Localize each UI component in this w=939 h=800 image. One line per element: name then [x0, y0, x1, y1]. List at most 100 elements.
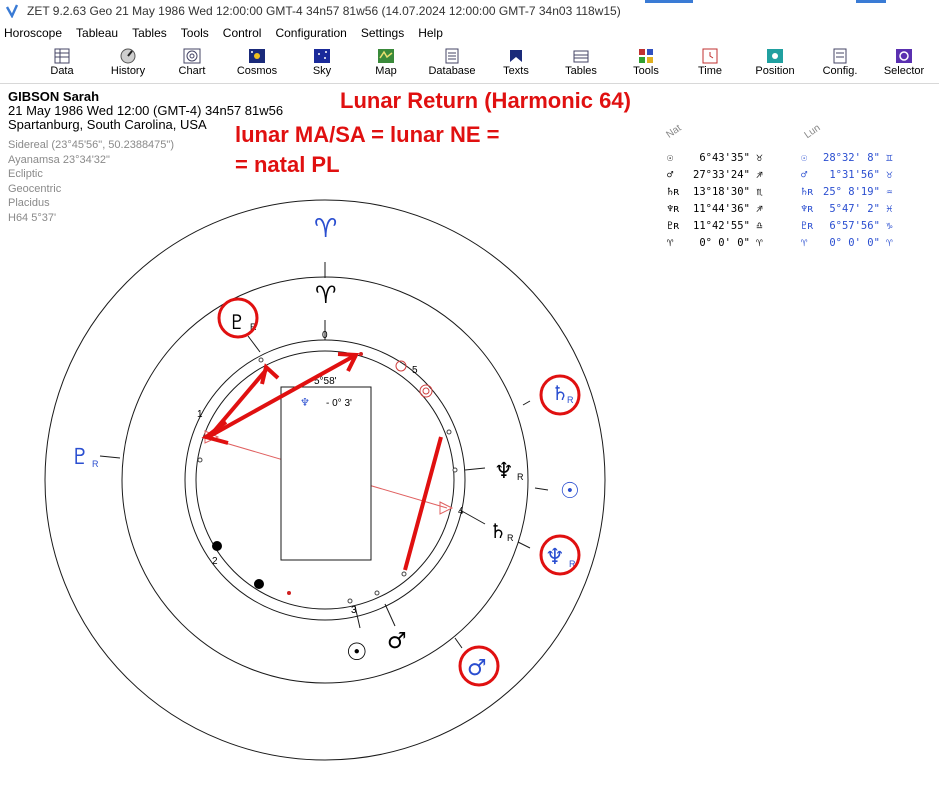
setting-placidus: Placidus [8, 197, 50, 209]
tick-lunar-saturn [522, 400, 531, 406]
marker-open-3 [446, 429, 452, 435]
house-cusp-2: 2 [212, 556, 218, 567]
tick-lunar-mars [454, 637, 463, 649]
cosmos-icon [249, 49, 265, 63]
toolbar-sky-label: Sky [312, 65, 332, 77]
menu-tableau[interactable]: Tableau [76, 26, 119, 40]
toolbar-tools-button[interactable]: Tools [614, 46, 678, 82]
marker-open-7 [347, 598, 353, 604]
legend-lun-glyph-sun: ☉ [801, 152, 808, 164]
annotation-arrow-upper [209, 354, 355, 438]
toolbar-config-label: Config. [822, 65, 858, 77]
tools-icon [639, 49, 653, 63]
toolbar-cosmos-button[interactable]: Cosmos [225, 46, 289, 82]
highlight-natal-pluto [217, 297, 259, 339]
title-accent-bar [645, 0, 693, 3]
toolbar-texts-button[interactable]: Texts [484, 46, 548, 82]
positions-legend: Nat Lun ☉ 6°43'35" ♉ ☉ 28°32' 8" ♊ ♂ 27°… [664, 120, 925, 260]
lunar-pluto-glyph: ♇ [70, 445, 90, 470]
info-box-value-2: - 0° 3' [326, 398, 352, 409]
natal-neptune-retro: R [517, 472, 524, 482]
chart-settings: Sidereal (23°45'56", 50.2388475") Ayanam… [8, 138, 174, 225]
database-icon [445, 48, 459, 64]
aspect-arrow-2 [439, 501, 454, 515]
menu-tables[interactable]: Tables [132, 26, 167, 40]
annotation-line-diagonal [403, 436, 443, 571]
menu-control[interactable]: Control [222, 26, 262, 40]
menu-tools[interactable]: Tools [180, 26, 209, 40]
toolbar-database-button[interactable]: Database [420, 46, 484, 82]
highlight-lunar-neptune [539, 534, 581, 576]
marker-open-6 [374, 590, 380, 596]
menu-bar: Horoscope Tableau Tables Tools Control C… [0, 23, 939, 43]
toolbar-texts-label: Texts [503, 65, 529, 77]
toolbar-database-label: Database [428, 65, 476, 77]
toolbar-tables-button[interactable]: Tables [549, 46, 613, 82]
toolbar-time-label: Time [697, 65, 723, 77]
marker-ring-1 [395, 360, 407, 372]
legend-nat-glyph-mars: ♂ [667, 169, 674, 181]
setting-ayanamsa: Ayanamsa 23°34'32" [8, 153, 110, 166]
legend-nat-value-aries: 0° 0' 0" ♈ [693, 237, 763, 249]
legend-lun-value-mars: 1°31'56" ♉ [823, 169, 893, 181]
house-cusp-4: 4 [458, 506, 464, 517]
legend-nat-glyph-pluto: ♇ʀ [667, 220, 680, 232]
lunar-sun-glyph: ☉ [560, 479, 580, 504]
house-cusp-0: 0 [322, 330, 328, 341]
legend-col-lun: Lun [802, 122, 823, 142]
toolbar-chart-button[interactable]: Chart [160, 46, 224, 82]
annotation-title: Lunar Return (Harmonic 64) [340, 88, 631, 113]
info-box [280, 386, 372, 561]
app-logo-icon [5, 4, 19, 18]
toolbar-config-button[interactable]: Config. [808, 46, 872, 82]
tick-natal-mars [384, 603, 396, 627]
title-accent-bar-2 [856, 0, 886, 3]
toolbar-map-button[interactable]: Map [354, 46, 418, 82]
map-icon [378, 49, 394, 63]
toolbar-selector-label: Selector [883, 65, 925, 77]
legend-nat-glyph-saturn: ♄ʀ [667, 186, 680, 198]
legend-nat-value-neptune: 11°44'36" ♐ [693, 203, 763, 215]
natal-sun-glyph: ☉ [346, 638, 368, 666]
highlight-lunar-saturn [539, 374, 581, 416]
person-name: GIBSON Sarah [8, 89, 100, 104]
tick-natal-saturn [459, 509, 486, 525]
info-box-value-1: 5°58' [314, 376, 337, 387]
annotation-line-1: lunar MA/SA = lunar NE = [235, 122, 500, 147]
toolbar-data-label: Data [50, 65, 74, 77]
toolbar-tools-label: Tools [633, 65, 659, 77]
toolbar-history-button[interactable]: History [96, 46, 160, 82]
menu-configuration[interactable]: Configuration [275, 26, 347, 40]
menu-settings[interactable]: Settings [360, 26, 405, 40]
inner-ring-inner [195, 350, 455, 610]
legend-lun-glyph-saturn: ♄ʀ [801, 186, 814, 198]
house-cusp-3: 3 [351, 605, 357, 616]
menu-horoscope[interactable]: Horoscope [4, 26, 63, 40]
marker-ring-2-inner [422, 387, 430, 395]
history-icon [120, 48, 136, 64]
toolbar-selector-button[interactable]: Selector [872, 46, 936, 82]
natal-marker-dot-2 [254, 579, 264, 589]
toolbar-position-button[interactable]: Position [743, 46, 807, 82]
toolbar-sky-button[interactable]: Sky [290, 46, 354, 82]
texts-icon [510, 50, 522, 62]
legend-lun-value-pluto: 6°57'56" ♑ [823, 220, 893, 232]
natal-pluto-glyph: ♇ [228, 310, 246, 334]
marker-open-2 [197, 457, 203, 463]
toolbar-time-button[interactable]: Time [678, 46, 742, 82]
toolbar-data-button[interactable]: Data [30, 46, 94, 82]
menu-help[interactable]: Help [418, 26, 443, 40]
toolbar-tables-label: Tables [565, 65, 597, 77]
tables-icon [573, 50, 589, 63]
marker-red-dot-2 [359, 352, 363, 356]
marker-open-1 [258, 357, 264, 363]
annotation-arrowhead-left [260, 363, 280, 385]
legend-lun-glyph-neptune: ♆ʀ [801, 203, 814, 215]
toolbar-map-label: Map [375, 65, 397, 77]
toolbar-position-label: Position [755, 65, 795, 77]
birth-date-line: 21 May 1986 Wed 12:00 (GMT-4) 34n57 81w5… [8, 103, 284, 118]
legend-lun-glyph-aries: ♈ [801, 237, 808, 249]
legend-lun-glyph-pluto: ♇ʀ [801, 220, 814, 232]
aries-lunar-glyph: ♈ [314, 214, 337, 244]
